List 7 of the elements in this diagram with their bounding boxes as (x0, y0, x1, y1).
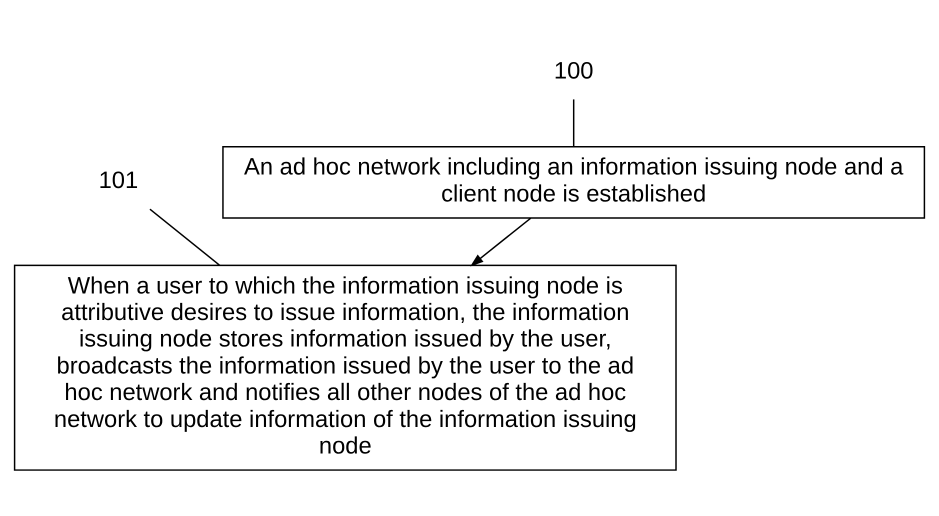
node-text: 101 (98, 168, 138, 194)
node-box: When a user to which the information issuing node is attributive desires to issue information, the information issuing node stores information issued by the user, broadcasts the information issued by the user to the ad hoc network and notifies all other nodes of the ad hoc network to update information of the information issuing node (14, 264, 677, 471)
arrow (470, 218, 532, 267)
node-text: 100 (554, 58, 594, 84)
node-box: An ad hoc network including an information issuing node and a client node is established (222, 146, 926, 219)
connector (149, 208, 220, 266)
connector (572, 99, 574, 146)
